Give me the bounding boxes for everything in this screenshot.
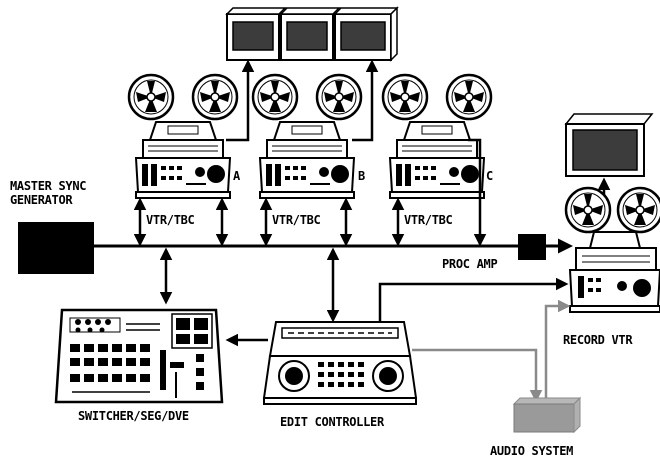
vtr-a	[129, 75, 237, 198]
master-sync-generator	[18, 222, 94, 274]
edit-to-record-link	[380, 284, 566, 322]
audio-links	[412, 306, 568, 400]
record-vtr	[566, 188, 660, 312]
vtr-c-letter: C	[486, 169, 493, 183]
vtr-b-label: VTR/TBC	[272, 213, 321, 227]
vtr-b	[253, 75, 361, 198]
master-sync-label-line1: MASTER SYNC	[10, 179, 86, 193]
vtr-b-letter: B	[358, 169, 365, 183]
switcher-label: SWITCHER/SEG/DVE	[78, 409, 189, 423]
vtr-a-label: VTR/TBC	[146, 213, 195, 227]
monitor-1	[227, 8, 285, 60]
edit-controller	[264, 322, 416, 404]
record-vtr-label: RECORD VTR	[563, 333, 633, 347]
master-sync-label-line2: GENERATOR	[10, 193, 73, 207]
edit-controller-label: EDIT CONTROLLER	[280, 415, 385, 429]
monitor-2	[281, 8, 339, 60]
vtr-a-letter: A	[233, 169, 241, 183]
proc-amp	[518, 234, 546, 260]
monitor-3	[335, 8, 397, 60]
audio-system-label: AUDIO SYSTEM	[490, 444, 573, 458]
vtr-c-label: VTR/TBC	[404, 213, 453, 227]
switcher-seg-dve	[56, 310, 222, 402]
vtr-c	[383, 75, 491, 198]
record-monitor	[566, 114, 652, 176]
audio-system	[514, 398, 580, 432]
proc-amp-label: PROC AMP	[442, 257, 497, 271]
monitor-bank	[227, 8, 397, 60]
